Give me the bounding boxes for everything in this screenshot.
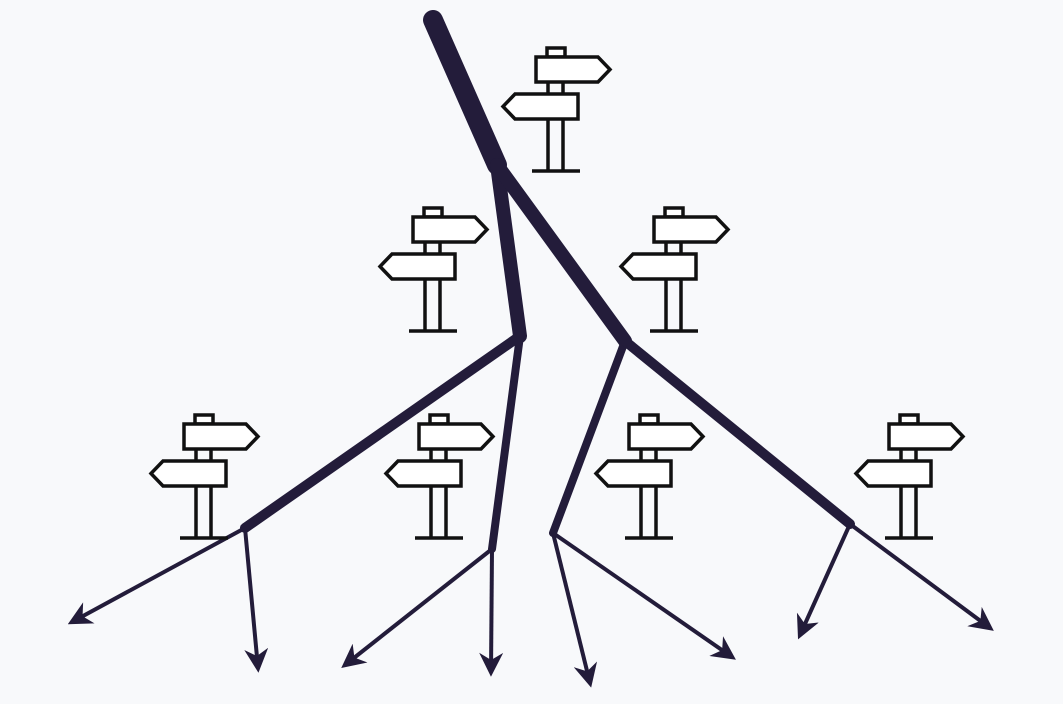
path-arrow: [479, 548, 504, 677]
path-arrow: [796, 523, 852, 640]
path-arrow: [848, 522, 994, 631]
signpost-icon: [854, 413, 965, 540]
branch-line: [240, 331, 525, 533]
branches: [67, 10, 994, 688]
signpost-icon: [594, 413, 705, 540]
signpost-icon: [619, 206, 730, 333]
path-arrow: [341, 547, 494, 668]
branch-line: [549, 337, 629, 537]
path-arrow: [551, 532, 598, 688]
signposts: [149, 46, 965, 540]
signpost-icon: [501, 46, 612, 173]
path-arrow: [551, 531, 736, 660]
branch-line: [490, 158, 527, 343]
signpost-icon: [378, 206, 489, 333]
branch-line: [488, 332, 524, 553]
signpost-icon: [384, 413, 495, 540]
path-arrow: [67, 526, 246, 625]
branch-line: [620, 336, 855, 529]
branch-line: [423, 10, 507, 175]
path-arrow: [243, 527, 269, 673]
signpost-icon: [149, 413, 260, 540]
branch-line: [490, 158, 632, 348]
